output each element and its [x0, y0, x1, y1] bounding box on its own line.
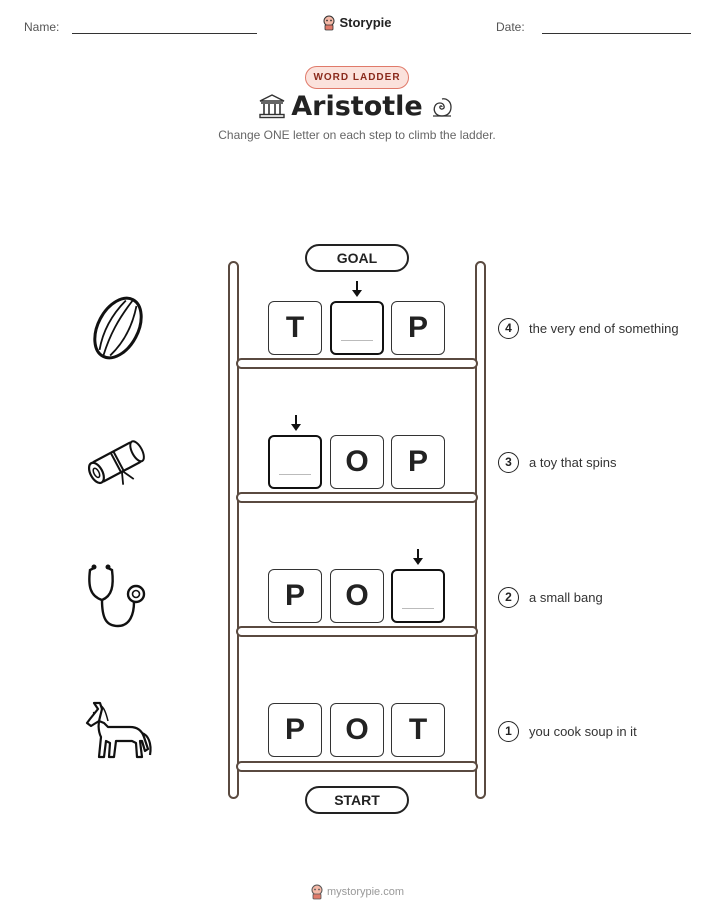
- clue-text: you cook soup in it: [529, 723, 637, 739]
- letter-tile: P: [268, 569, 322, 623]
- clue-text: a small bang: [529, 589, 603, 605]
- clue-4: 4 the very end of something: [498, 317, 679, 339]
- letter-tile: O: [330, 435, 384, 489]
- word-ladder-badge: WORD LADDER: [305, 66, 409, 89]
- goal-label: GOAL: [305, 244, 409, 272]
- storypie-logo-icon: [311, 884, 323, 900]
- name-line[interactable]: [72, 33, 257, 34]
- date-label: Date:: [496, 20, 525, 34]
- clue-number: 4: [498, 317, 519, 339]
- blank-letter-tile[interactable]: [268, 435, 322, 489]
- footer-url[interactable]: mystorypie.com: [326, 886, 405, 898]
- clue-2: 2 a small bang: [498, 586, 603, 608]
- start-label: START: [305, 786, 409, 814]
- blank-letter-tile[interactable]: [330, 301, 384, 355]
- clue-number: 2: [498, 586, 519, 608]
- snail-shell-icon: [433, 98, 452, 117]
- stethoscope-icon: [88, 564, 146, 628]
- letter-tile: T: [268, 301, 322, 355]
- clue-3: 3 a toy that spins: [498, 451, 616, 473]
- scroll-icon: [87, 440, 145, 485]
- letter-tile: P: [391, 435, 445, 489]
- clue-text: a toy that spins: [529, 454, 617, 470]
- brand-name: Storypie: [339, 15, 392, 31]
- letter-tile: P: [391, 301, 445, 355]
- footer: mystorypie.com: [0, 884, 714, 900]
- page-title: Aristotle: [291, 91, 423, 122]
- blank-letter-tile[interactable]: [391, 569, 445, 623]
- storypie-logo-icon: [323, 15, 335, 30]
- clue-number: 1: [498, 720, 519, 742]
- change-arrow-icon: [291, 415, 301, 431]
- brand: Storypie: [0, 14, 714, 31]
- letter-tile: T: [391, 703, 445, 757]
- date-line[interactable]: [542, 33, 691, 34]
- letter-tile: O: [330, 569, 384, 623]
- instructions: Change ONE letter on each step to climb …: [218, 128, 496, 142]
- letter-tile: O: [330, 703, 384, 757]
- change-arrow-icon: [413, 549, 423, 565]
- clue-1: 1 you cook soup in it: [498, 720, 637, 742]
- clue-text: the very end of something: [529, 320, 679, 336]
- change-arrow-icon: [352, 281, 362, 297]
- clue-number: 3: [498, 451, 519, 473]
- horse-icon: [85, 701, 152, 759]
- temple-icon: [259, 94, 285, 119]
- rugby-ball-icon: [93, 296, 143, 360]
- letter-tile: P: [268, 703, 322, 757]
- name-label: Name:: [24, 20, 60, 34]
